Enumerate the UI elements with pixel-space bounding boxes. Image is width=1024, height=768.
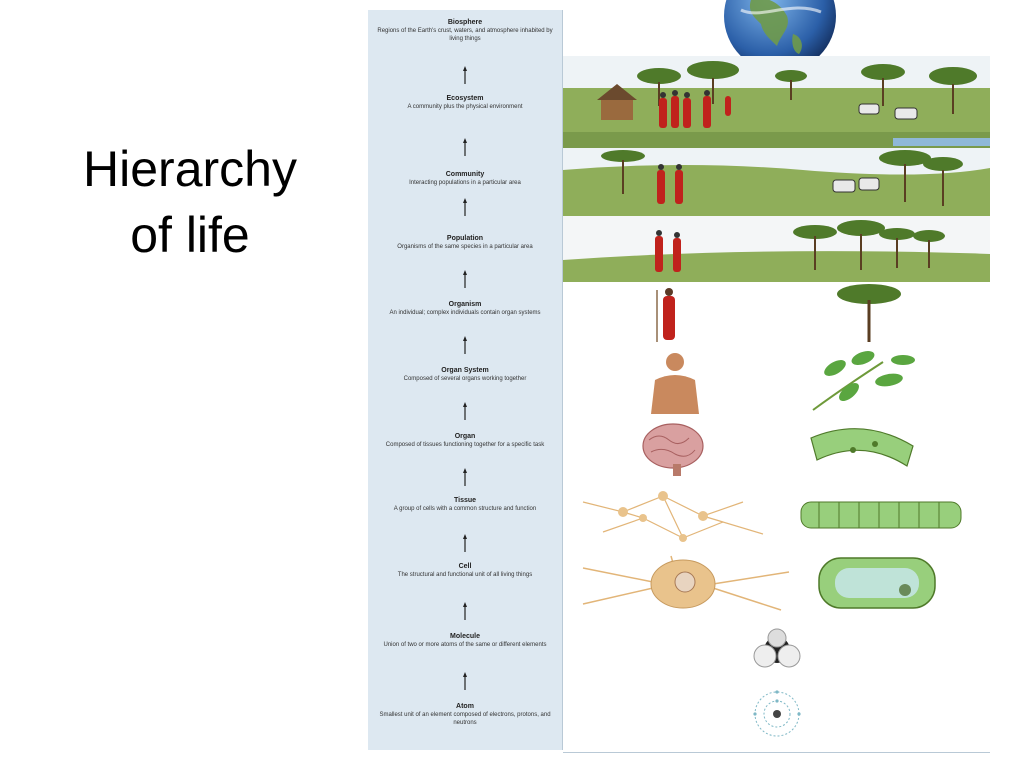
level-population: Population Organisms of the same species…: [368, 234, 562, 251]
up-arrow: [463, 270, 467, 288]
organ-system-illustration: [563, 348, 990, 417]
level-name: Biosphere: [447, 19, 483, 26]
level-desc: An individual; complex individuals conta…: [389, 310, 541, 316]
level-molecule: Molecule Union of two or more atoms of t…: [368, 632, 562, 649]
cell-illustration: [563, 548, 990, 617]
up-arrow: [463, 602, 467, 620]
level-name: Tissue: [453, 497, 477, 504]
organ-illustration: [563, 416, 990, 483]
level-name: Organ System: [441, 367, 489, 374]
up-arrow: [463, 672, 467, 690]
molecule-illustration: [563, 616, 990, 685]
level-name: Molecule: [450, 633, 480, 640]
level-tissue: Tissue A group of cells with a common st…: [368, 496, 562, 513]
level-name: Cell: [458, 563, 472, 570]
level-desc: The structural and functional unit of al…: [397, 572, 533, 578]
level-organ: Organ Composed of tissues functioning to…: [368, 432, 562, 449]
hierarchy-figure: Biosphere Regions of the Earth's crust, …: [366, 0, 990, 753]
community-illustration: [563, 148, 990, 217]
up-arrow: [463, 336, 467, 354]
title-line-1: Hierarchy: [83, 141, 297, 197]
level-name: Atom: [456, 703, 474, 710]
level-name: Ecosystem: [446, 95, 484, 102]
level-cell: Cell The structural and functional unit …: [368, 562, 562, 579]
level-desc: Composed of several organs working toget…: [403, 376, 527, 382]
up-arrow: [463, 534, 467, 552]
atom-illustration: [563, 684, 990, 753]
population-illustration: [563, 216, 990, 283]
slide-title: Hierarchy of life: [40, 136, 340, 268]
level-name: Organ: [454, 433, 476, 440]
level-name: Organism: [448, 301, 482, 308]
level-desc: Union of two or more atoms of the same o…: [383, 642, 547, 648]
illustration-bands: [563, 0, 990, 753]
up-arrow: [463, 66, 467, 84]
level-desc: Organisms of the same species in a parti…: [397, 244, 533, 250]
organism-illustration: [563, 282, 990, 349]
up-arrow: [463, 402, 467, 420]
earth-globe-image: [724, 0, 836, 72]
level-desc: Smallest unit of an element composed of …: [379, 712, 551, 726]
level-desc: A community plus the physical environmen…: [407, 104, 523, 110]
up-arrow: [463, 198, 467, 216]
level-desc: Interacting populations in a particular …: [409, 180, 521, 186]
level-ecosystem: Ecosystem A community plus the physical …: [368, 94, 562, 111]
level-atom: Atom Smallest unit of an element compose…: [368, 702, 562, 727]
levels-panel: Biosphere Regions of the Earth's crust, …: [368, 10, 563, 750]
level-name: Community: [445, 171, 485, 178]
level-desc: Composed of tissues functioning together…: [385, 442, 545, 448]
title-line-2: of life: [130, 207, 250, 263]
level-organism: Organism An individual; complex individu…: [368, 300, 562, 317]
level-desc: A group of cells with a common structure…: [393, 506, 537, 512]
level-desc: Regions of the Earth's crust, waters, an…: [377, 28, 553, 42]
level-organ-system: Organ System Composed of several organs …: [368, 366, 562, 383]
level-name: Population: [446, 235, 484, 242]
up-arrow: [463, 468, 467, 486]
level-biosphere: Biosphere Regions of the Earth's crust, …: [368, 18, 562, 43]
up-arrow: [463, 138, 467, 156]
tissue-illustration: [563, 482, 990, 549]
ecosystem-illustration: [563, 56, 990, 149]
level-community: Community Interacting populations in a p…: [368, 170, 562, 187]
